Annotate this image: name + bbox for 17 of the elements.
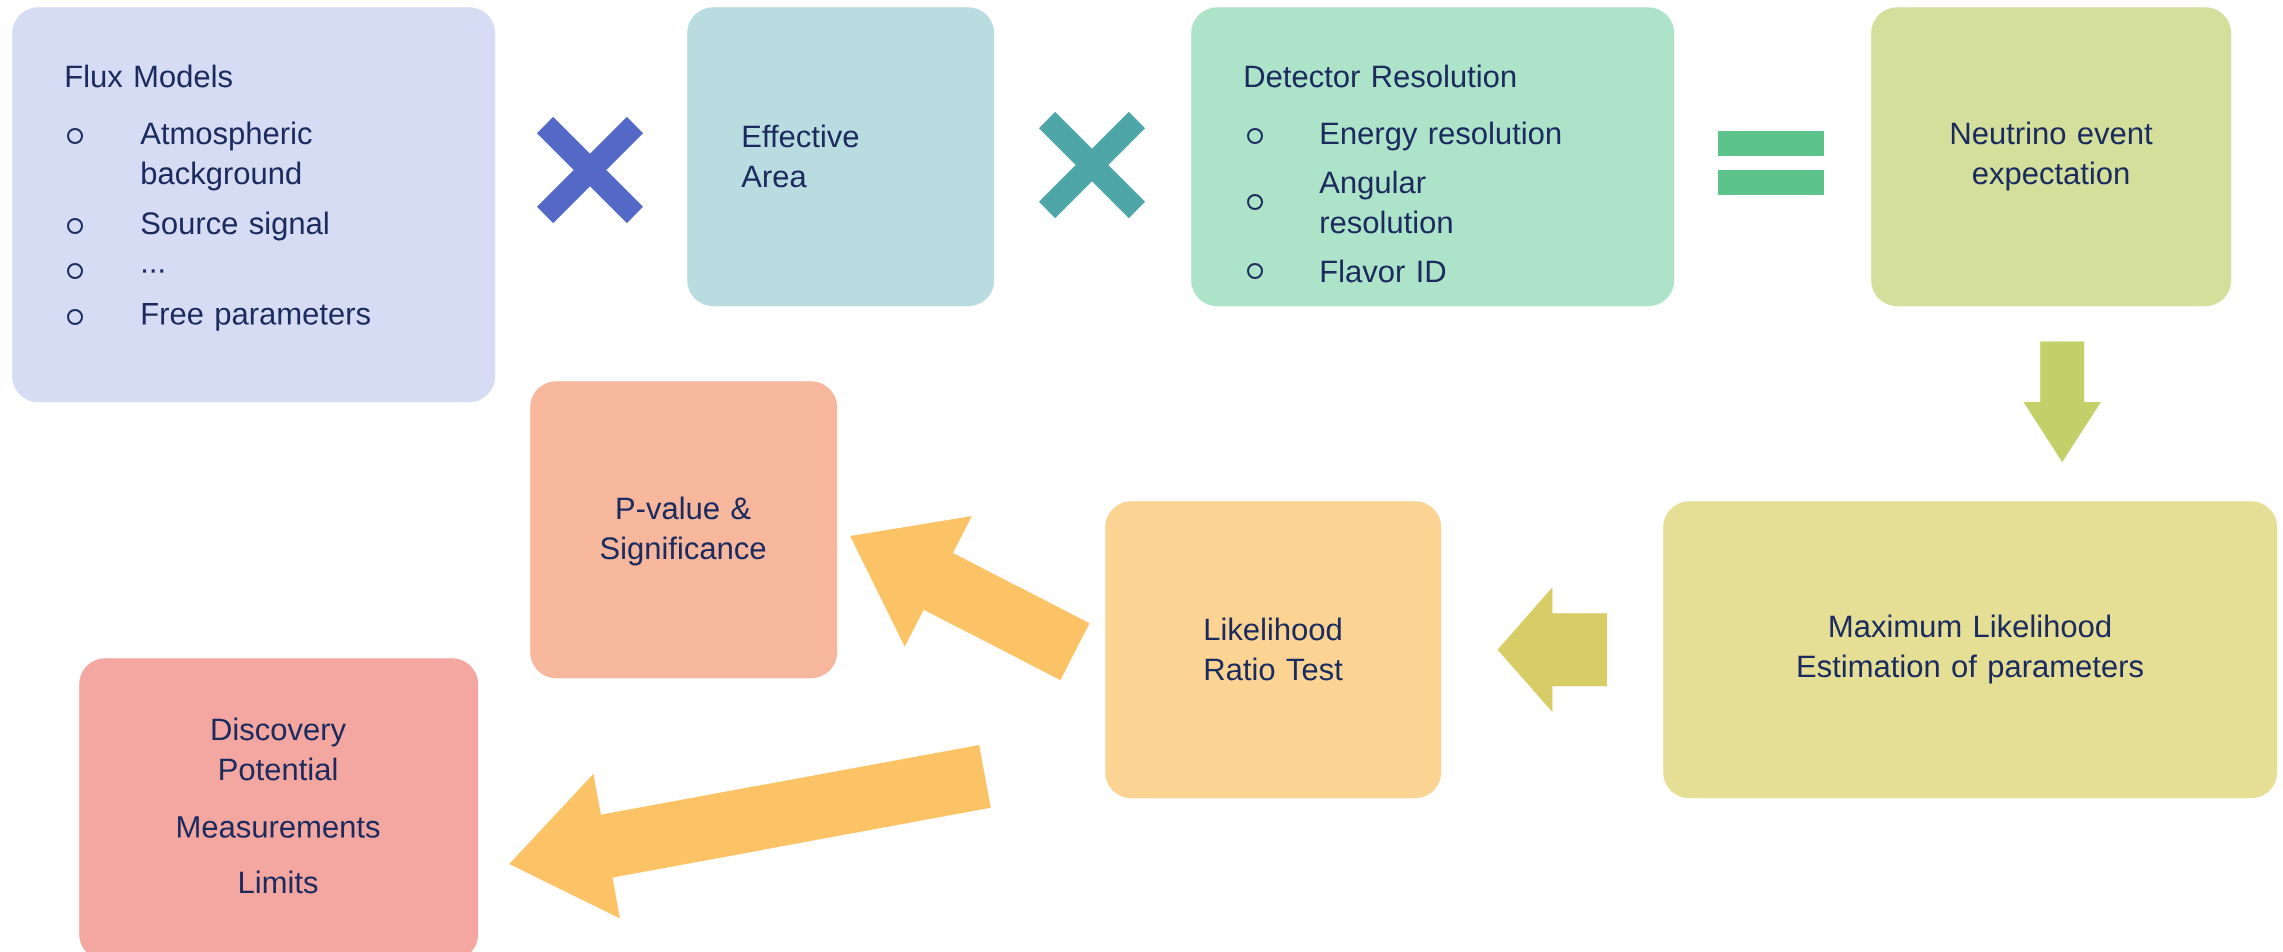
box-text: Effective Area xyxy=(741,124,859,188)
list-item: Energy resolution xyxy=(1321,121,1561,151)
list-item: Flavor ID xyxy=(1321,259,1446,283)
box-text: P-value & Significance xyxy=(600,496,766,566)
box-text: Neutrino event expectation xyxy=(1951,121,2153,191)
box-text: Limits xyxy=(240,870,318,894)
box-title: Detector Resolution xyxy=(1245,64,1516,88)
list-item: ... xyxy=(143,269,164,273)
box-text: Measurements xyxy=(178,816,380,838)
box-text: Discovery Potential xyxy=(212,717,346,781)
list-item: Source signal xyxy=(141,211,328,241)
box-text: Likelihood Ratio Test xyxy=(1205,617,1343,681)
list-item: Free parameters xyxy=(142,303,370,331)
box-title: Flux Models xyxy=(66,64,232,88)
box-text: Maximum Likelihood Estimation of parameters xyxy=(1798,614,2143,684)
list-item: Angular resolution xyxy=(1319,170,1452,234)
list-item: Atmospheric background xyxy=(140,121,312,191)
